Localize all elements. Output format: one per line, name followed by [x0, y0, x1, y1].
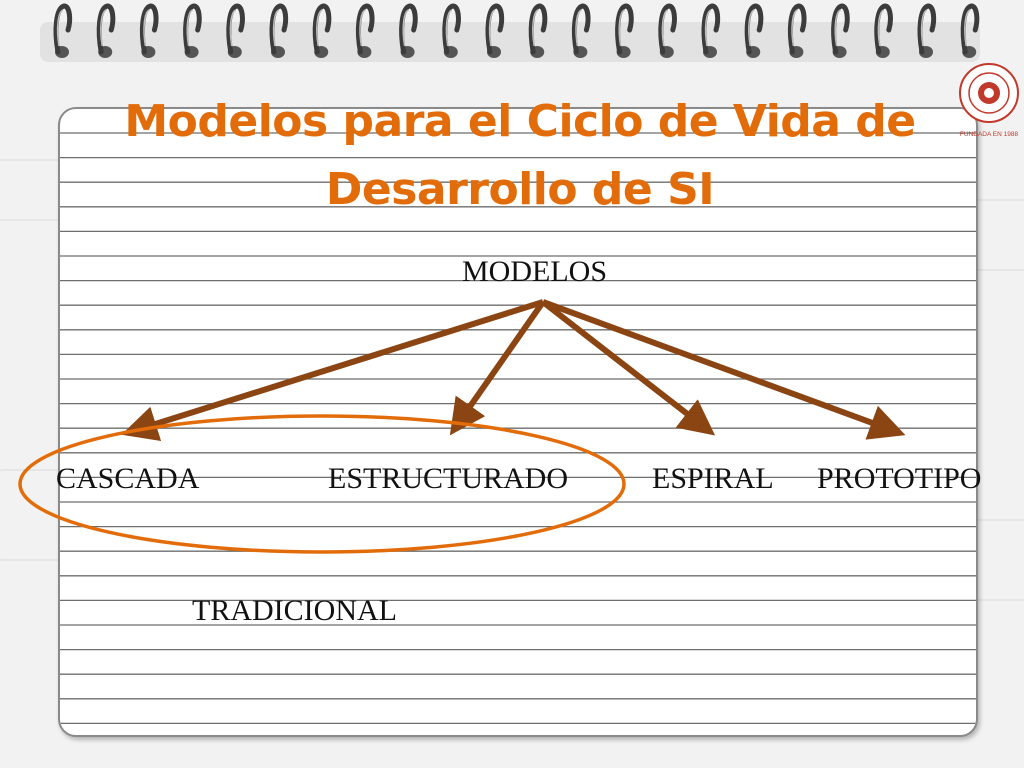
spiral-ring — [528, 3, 548, 58]
node-cascada: CASCADA — [56, 462, 200, 495]
notebook-spiral-icon — [40, 3, 980, 62]
spiral-ring — [53, 3, 73, 58]
title-line-2: Desarrollo de SI — [325, 164, 715, 215]
spiral-ring — [917, 3, 937, 58]
spiral-ring — [399, 3, 418, 58]
university-seal-icon: FUNDADA EN 1988 — [959, 63, 1019, 138]
node-modelos: MODELOS — [462, 255, 608, 288]
logo-caption: FUNDADA EN 1988 — [960, 131, 1019, 138]
spiral-ring — [312, 3, 332, 58]
node-prototipo: PROTOTIPO — [817, 462, 982, 495]
spiral-ring — [269, 3, 289, 58]
spiral-ring — [831, 3, 850, 58]
spiral-ring — [485, 3, 505, 58]
group-label-tradicional: TRADICIONAL — [192, 594, 397, 627]
spiral-ring — [183, 3, 202, 58]
ruled-lines — [60, 132, 976, 725]
spiral-ring — [787, 3, 807, 58]
spiral-ring — [874, 3, 893, 58]
spiral-ring — [139, 3, 159, 58]
spiral-ring — [744, 3, 764, 58]
node-espiral: ESPIRAL — [652, 462, 774, 495]
spiral-ring — [355, 3, 375, 58]
spiral-ring — [701, 3, 721, 58]
arrow-to-prototipo — [541, 299, 906, 440]
spiral-ring — [96, 3, 116, 58]
spiral-ring — [658, 3, 677, 58]
title-line-1: Modelos para el Ciclo de Vida de — [124, 96, 916, 147]
spiral-ring — [442, 3, 461, 58]
spiral-ring — [615, 3, 634, 58]
spiral-ring — [226, 3, 245, 58]
arrow-to-espiral — [541, 299, 716, 436]
traditional-group-ellipse — [18, 414, 626, 554]
node-estructurado: ESTRUCTURADO — [328, 462, 569, 495]
spiral-ring — [571, 3, 591, 58]
arrow-to-cascada — [121, 299, 544, 442]
spiral-ring — [960, 3, 980, 58]
arrow-to-estructurado — [449, 300, 546, 436]
slide-title: Modelos para el Ciclo de Vida de Desarro… — [60, 88, 980, 224]
